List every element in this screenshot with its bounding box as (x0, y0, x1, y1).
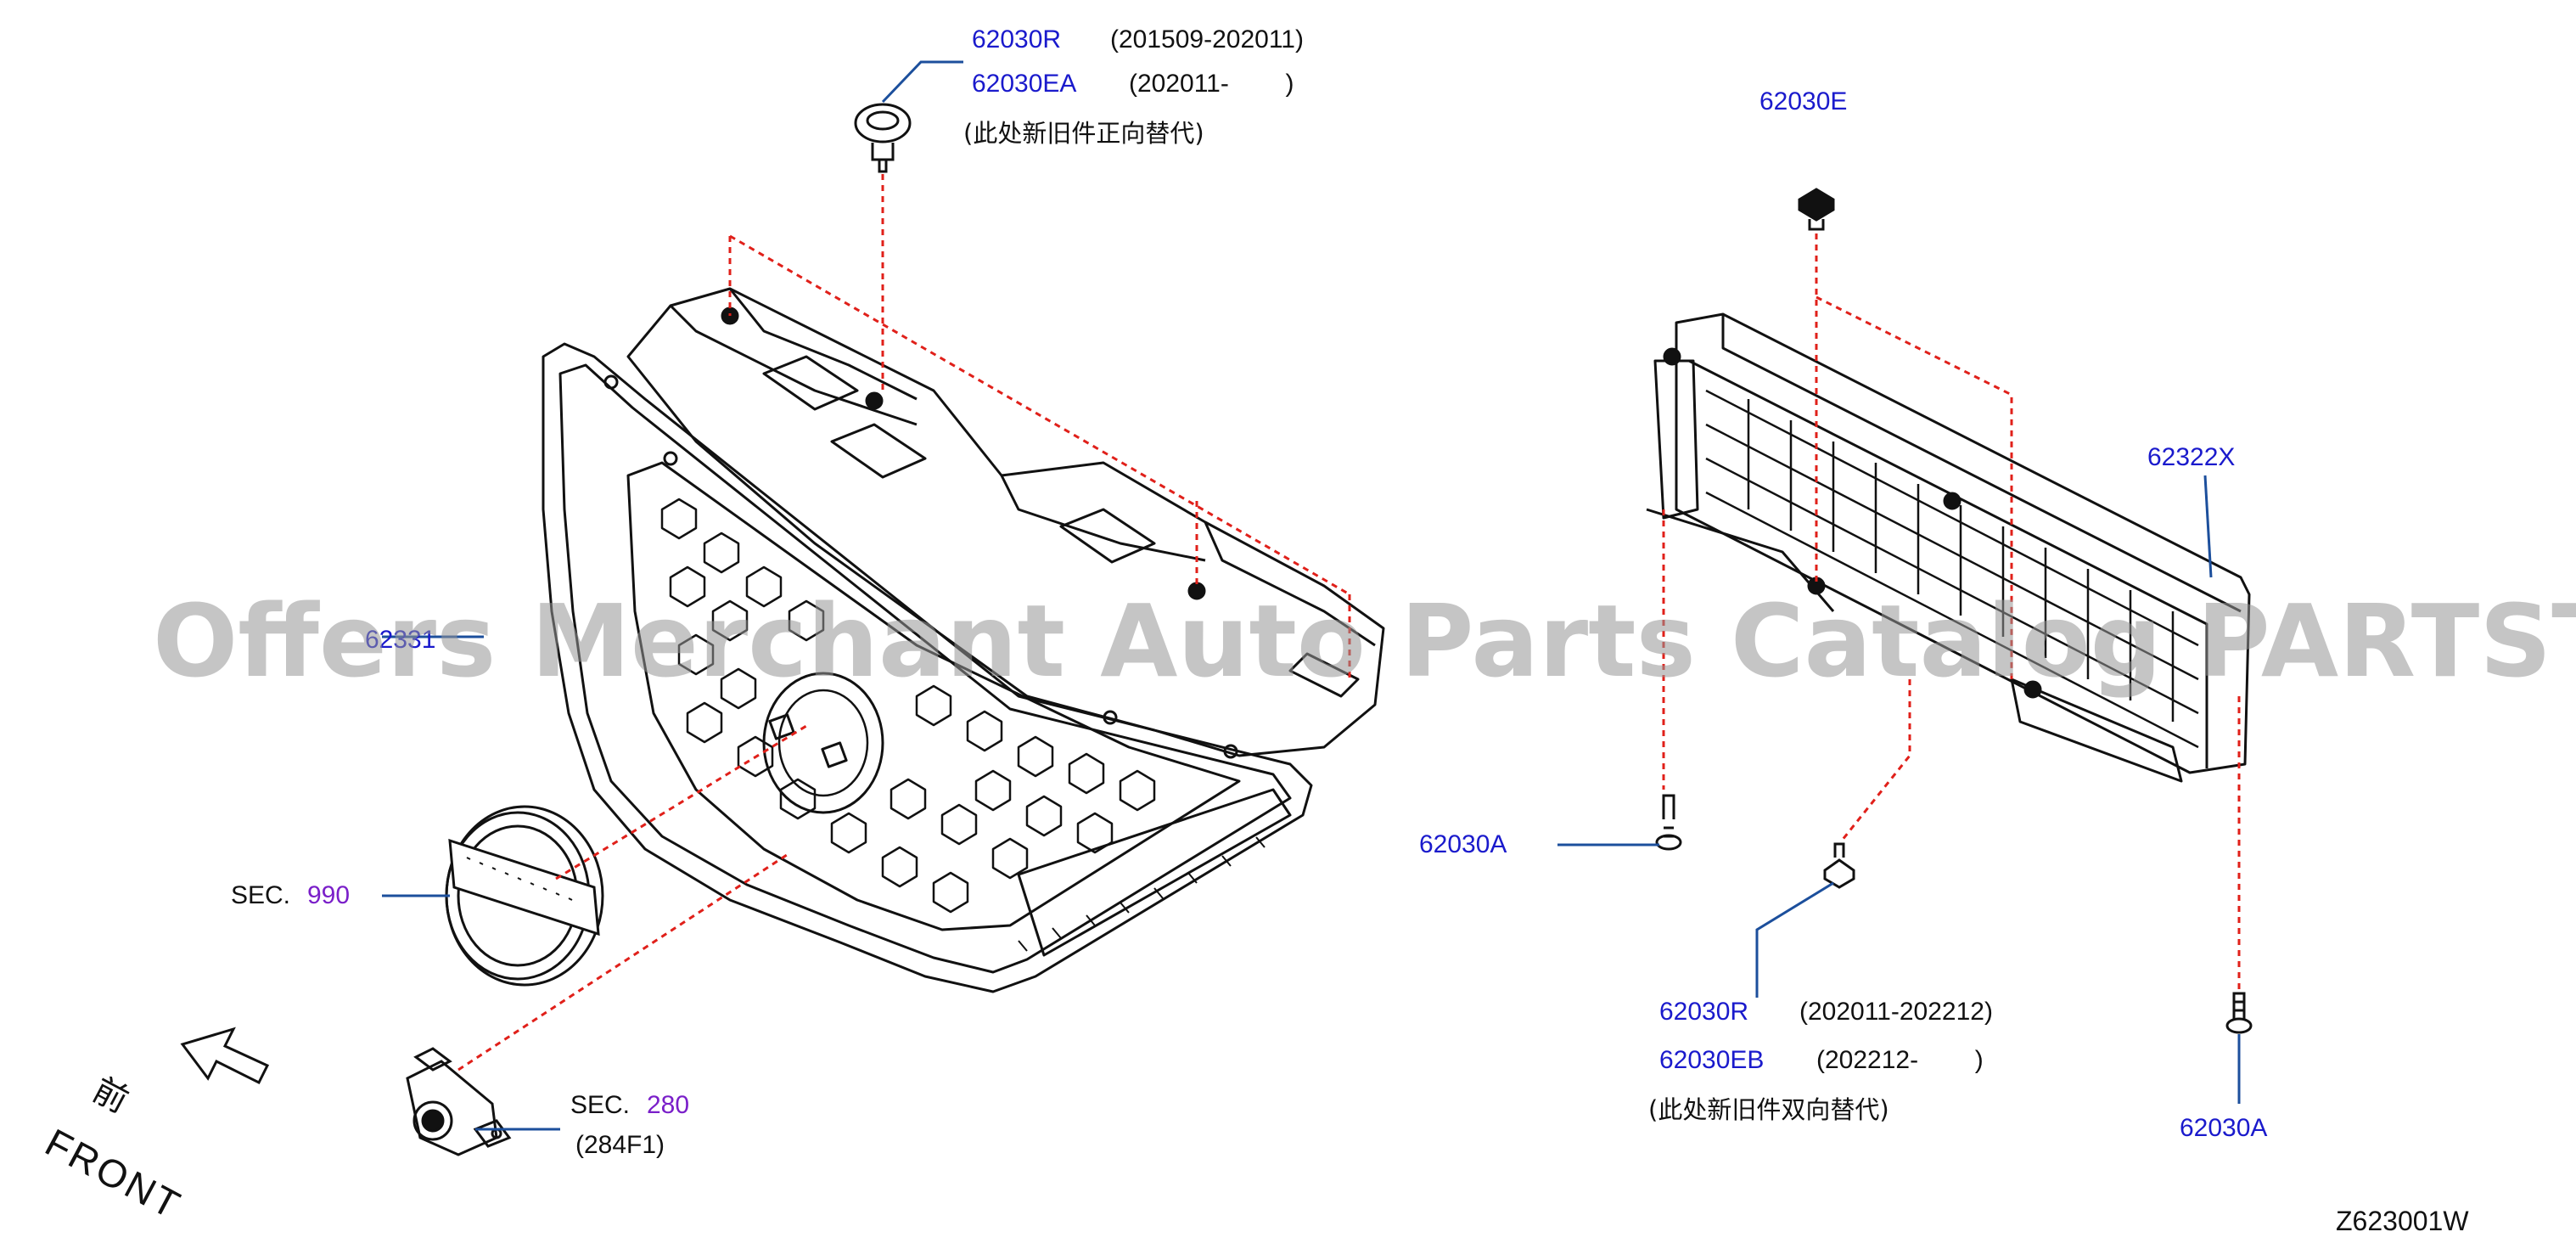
section-ref-990[interactable]: 990 (307, 881, 351, 909)
section-ref-280[interactable]: 280 (647, 1091, 690, 1119)
part-number-62030a-left[interactable]: 62030A (1419, 830, 1507, 858)
clip-e (1798, 188, 1835, 231)
date-range-62030eb: (202212- ) (1816, 1046, 1984, 1074)
part-number-62030r-top[interactable]: 62030R (972, 25, 1062, 53)
part-number-62030r-bottom[interactable]: 62030R (1659, 998, 1749, 1026)
section-sub-284f1: (284F1) (575, 1131, 665, 1159)
date-range-62030r-top: (201509-202011) (1110, 25, 1304, 53)
front-grille-assembly (542, 342, 1313, 993)
upper-radiator-cover (603, 287, 1385, 759)
watermark-text: Offers Merchant Auto Parts Catalog PARTS… (153, 582, 2576, 700)
install-dashed-lines (457, 174, 2241, 1072)
vent-grille-part (1646, 312, 2251, 783)
part-number-62030eb[interactable]: 62030EB (1659, 1046, 1765, 1074)
push-clip-bottom (1823, 842, 1855, 889)
part-number-62030a-right[interactable]: 62030A (2180, 1114, 2268, 1142)
note-forward-replacement: (此处新旧件正向替代) (963, 119, 1204, 148)
note-bidirectional-replacement: (此处新旧件双向替代) (1648, 1095, 1889, 1124)
emblem-part (445, 805, 604, 987)
part-number-62030e[interactable]: 62030E (1759, 87, 1848, 115)
callout-leader-lines (382, 60, 2241, 1131)
front-arrow-icon (180, 1027, 270, 1085)
section-prefix-280: SEC. (570, 1091, 631, 1119)
camera-part (406, 1047, 512, 1156)
date-range-62030ea: (202011- ) (1129, 70, 1294, 98)
section-prefix-990: SEC. (231, 881, 291, 909)
screw-right (2225, 992, 2253, 1034)
diagram-code: Z623001W (2336, 1206, 2469, 1236)
part-number-62030ea[interactable]: 62030EA (972, 70, 1077, 98)
screw-left (1655, 794, 1682, 851)
push-clip-top (854, 103, 912, 173)
date-range-62030r-bottom: (202011-202212) (1799, 998, 1993, 1026)
part-number-62322x[interactable]: 62322X (2147, 443, 2236, 471)
part-number-62331[interactable]: 62331 (365, 626, 436, 654)
